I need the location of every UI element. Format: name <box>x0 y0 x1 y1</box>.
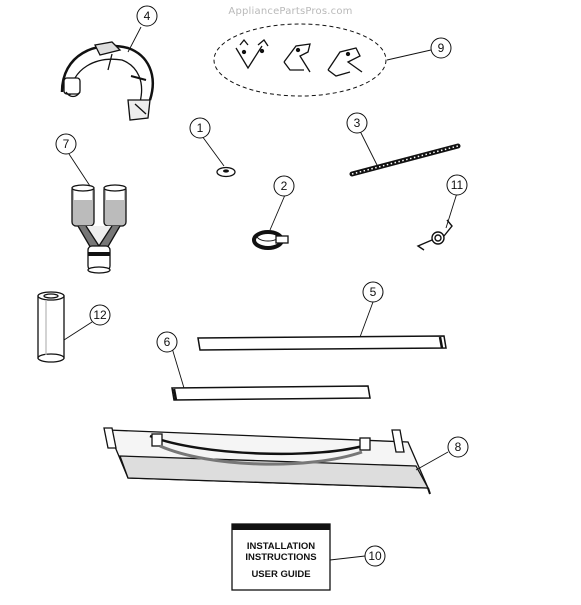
leader-11 <box>445 192 458 229</box>
callout-circle-8 <box>447 436 469 458</box>
callout-circle-1 <box>189 117 211 139</box>
part-11-spring-clip <box>416 219 453 251</box>
leader-5 <box>359 301 374 338</box>
callout-circle-12 <box>89 304 111 326</box>
clip-v-shape <box>235 38 269 70</box>
leader-6 <box>171 347 185 389</box>
clip-bracket <box>283 43 311 73</box>
callout-circle-7 <box>55 133 77 155</box>
callout-6: 6 <box>156 331 178 353</box>
leader-2 <box>269 194 286 231</box>
callouts: 4 9 1 3 7 2 11 5 12 6 8 10 <box>55 5 469 567</box>
part-12-tube <box>37 291 65 363</box>
callout-7: 7 <box>55 133 77 155</box>
callout-2: 2 <box>273 175 295 197</box>
part-10-booklet: INSTALLATION INSTRUCTIONS USER GUIDE <box>231 523 331 591</box>
callout-circle-5 <box>362 281 384 303</box>
callout-circle-11 <box>446 174 468 196</box>
leader-9 <box>386 49 432 61</box>
callout-3: 3 <box>346 112 368 134</box>
part-5-strip <box>197 335 447 351</box>
callout-label-3: 3 <box>354 116 361 130</box>
callout-5: 5 <box>362 281 384 303</box>
booklet-line-2: INSTRUCTIONS <box>245 552 316 563</box>
callout-circle-10 <box>364 545 386 567</box>
part-3-rod <box>349 143 461 177</box>
callout-4: 4 <box>136 5 158 27</box>
leader-7 <box>68 153 91 187</box>
leader-10 <box>329 555 366 561</box>
clip-hook <box>327 47 363 77</box>
callout-label-1: 1 <box>197 121 204 135</box>
callout-1: 1 <box>189 117 211 139</box>
part-4-vent-collar <box>60 41 155 121</box>
callout-label-11: 11 <box>451 178 464 192</box>
callout-12: 12 <box>89 304 111 326</box>
leader-4 <box>127 26 142 53</box>
part-6-strip <box>171 385 371 401</box>
callout-circle-6 <box>156 331 178 353</box>
watermark: AppliancePartsPros.com <box>228 6 353 17</box>
callout-8: 8 <box>447 436 469 458</box>
leader-1 <box>201 135 225 167</box>
callout-label-2: 2 <box>281 179 288 193</box>
leader-8 <box>415 451 449 471</box>
part-7-y-connector <box>71 184 127 274</box>
callout-label-10: 10 <box>368 549 382 563</box>
part-8-bracket-tray <box>103 427 431 495</box>
part-9-clips-group <box>213 23 387 97</box>
callout-label-4: 4 <box>144 9 151 23</box>
callout-11: 11 <box>446 174 468 196</box>
part-2-hose-clamp <box>252 230 289 250</box>
callout-label-6: 6 <box>164 335 171 349</box>
callout-9: 9 <box>430 37 452 59</box>
callout-circle-2 <box>273 175 295 197</box>
part-1-washer <box>216 166 236 178</box>
callout-circle-9 <box>430 37 452 59</box>
callout-label-9: 9 <box>438 41 445 55</box>
booklet-line-1: INSTALLATION <box>247 541 315 552</box>
callout-label-12: 12 <box>93 308 107 322</box>
callout-label-7: 7 <box>63 137 70 151</box>
callout-circle-4 <box>136 5 158 27</box>
leader-lines <box>63 26 458 561</box>
callout-circle-3 <box>346 112 368 134</box>
callout-10: 10 <box>364 545 386 567</box>
booklet-line-3: USER GUIDE <box>251 569 310 580</box>
callout-label-5: 5 <box>370 285 377 299</box>
leader-3 <box>359 130 379 168</box>
callout-label-8: 8 <box>455 440 462 454</box>
leader-12 <box>63 321 93 341</box>
